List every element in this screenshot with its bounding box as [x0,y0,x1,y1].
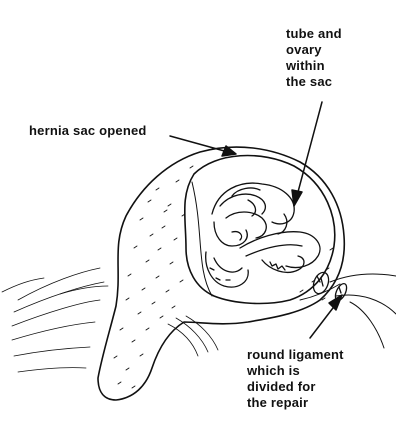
label-tube-and-ovary: tube and ovary within the sac [286,26,342,90]
opened-sac-rim [185,156,335,304]
abdominal-wall-lines [2,268,218,372]
arrow-round-ligament [310,295,342,338]
label-round-ligament: round ligament which is divided for the … [247,347,344,411]
arrow-hernia-sac [170,136,236,156]
arrow-tube-ovary [292,102,322,206]
round-ligament-cut [311,270,349,302]
tube-and-ovary [206,183,320,287]
label-hernia-sac-opened: hernia sac opened [29,123,147,139]
